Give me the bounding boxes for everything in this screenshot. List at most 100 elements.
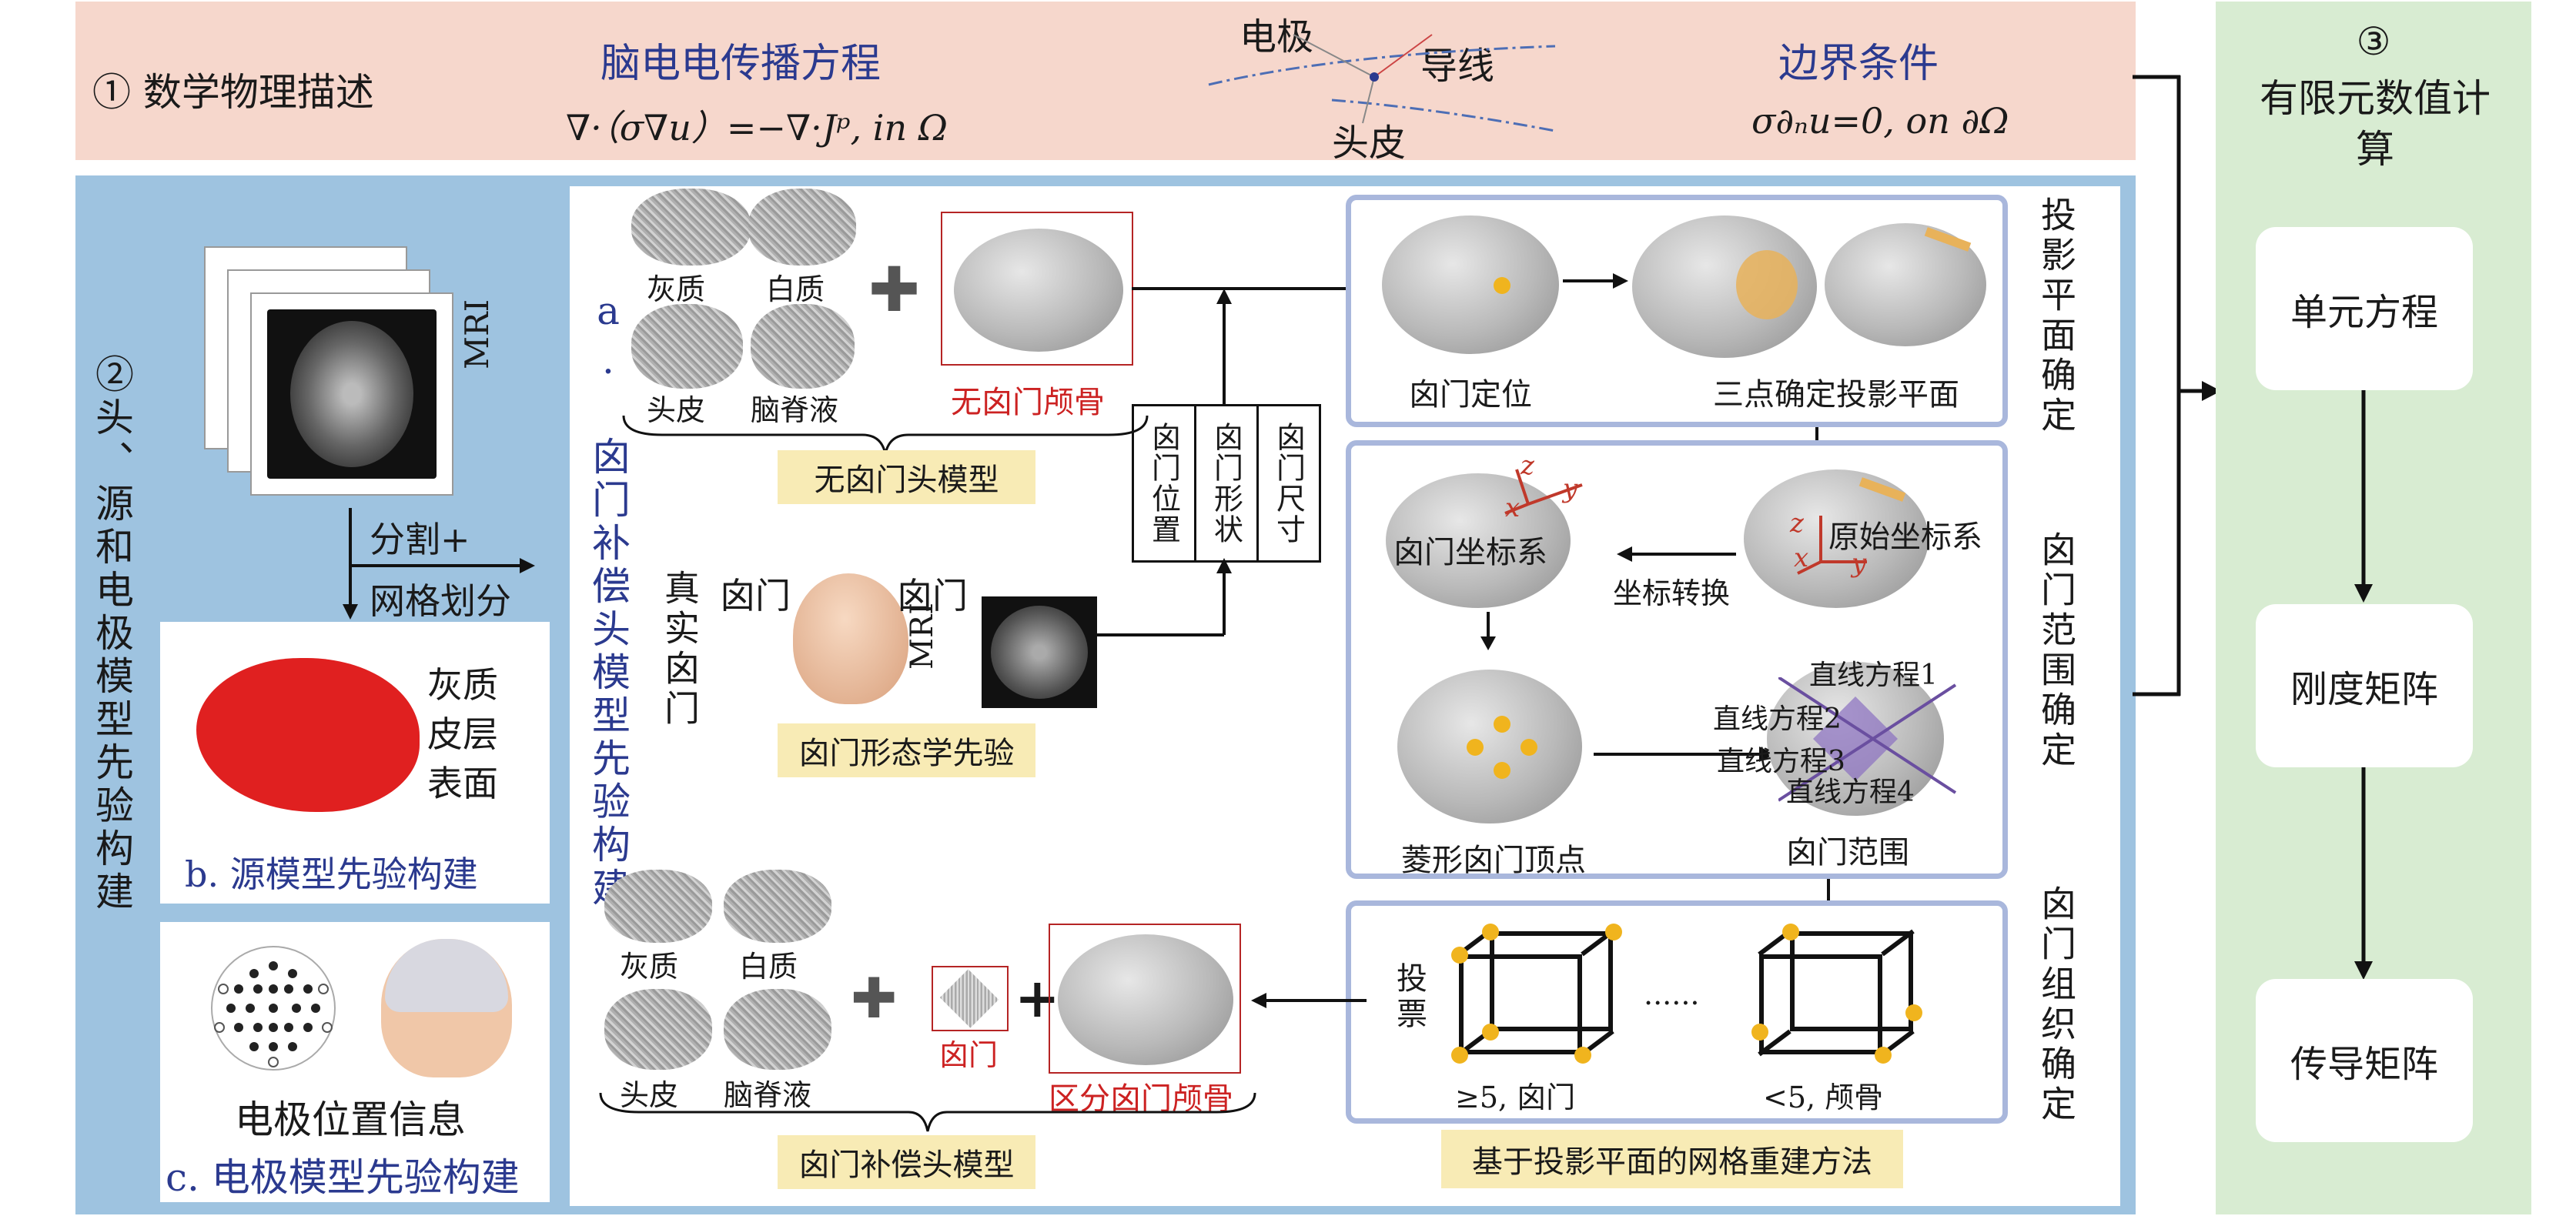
- panel1-title: ① 数学物理描述: [92, 70, 374, 115]
- mri-label: MRI: [458, 299, 496, 369]
- wire-label: 导线: [1420, 45, 1495, 88]
- fontanel-range-label: 囟门范围: [1786, 835, 1909, 870]
- cortex-label: 灰质皮层表面: [427, 664, 498, 804]
- fontanel-axis-z: z: [1521, 450, 1534, 481]
- line-eq-3: 直线方程3: [1717, 746, 1845, 777]
- distinguish-skull-frame: [1049, 924, 1241, 1074]
- white-matter-label: 白质: [766, 272, 825, 306]
- cube1-node-4: [1451, 1047, 1468, 1064]
- brace-bottom: [599, 1092, 1256, 1132]
- param-position: 囟门位置: [1134, 406, 1196, 560]
- param-size: 囟门尺寸: [1271, 422, 1306, 545]
- arrow-locate-to-plane: [1563, 273, 1628, 289]
- plus-icon-bottom-1: ✚: [851, 966, 898, 1031]
- fontanel-point-marker: [1494, 277, 1510, 294]
- source-model-caption: b. 源模型先验构建: [185, 854, 478, 895]
- transform-label: 坐标转换: [1613, 576, 1731, 610]
- fontanel-axes-icon: [1504, 469, 1583, 515]
- electrode-label: 电极: [1239, 15, 1314, 58]
- step-stiffness-matrix: 刚度矩阵: [2256, 604, 2473, 767]
- locate-label: 囟门定位: [1409, 377, 1532, 413]
- ge5-label: ≥5, 囟门: [1455, 1081, 1576, 1114]
- orig-axis-y: y: [1852, 548, 1867, 579]
- vote-label: 投票: [1391, 962, 1427, 1033]
- segmentation-arrow: [343, 508, 535, 620]
- vertex-top: [1494, 716, 1510, 733]
- vertex-bottom: [1494, 762, 1510, 779]
- fontanel-label-2: 囟门: [897, 575, 968, 616]
- comp-model-tag: 囟门补偿头模型: [778, 1135, 1035, 1189]
- boundary-title: 边界条件: [1778, 41, 1939, 87]
- a-caption: a. 囟门补偿头模型先验构建: [586, 289, 631, 910]
- csf-image-2: [724, 989, 831, 1070]
- scalp-label: 头皮: [1332, 122, 1407, 165]
- electrode-layout-icon: [211, 946, 336, 1071]
- orig-cs-label: 原始坐标系: [1828, 519, 1982, 555]
- infant-mri-image: [982, 596, 1097, 708]
- connector-to-fem: [2133, 75, 2221, 697]
- orig-axis-x: x: [1794, 543, 1809, 573]
- csf-image: [751, 304, 855, 389]
- fontanel-label-1: 囟门: [720, 575, 791, 616]
- panel3-number: ③: [2356, 19, 2391, 64]
- cube2-node-4: [1905, 1004, 1922, 1021]
- scalp-tissue-label-2: 头皮: [620, 1078, 679, 1112]
- arrow-tissue-to-model: [1251, 993, 1367, 1008]
- no-fontanel-model-tag: 无囟门头模型: [778, 450, 1035, 504]
- projection-plane-label: 投影平面确定: [2036, 196, 2077, 436]
- fontanel-range-side-label: 囟门范围确定: [2036, 531, 2077, 771]
- line-eq-4: 直线方程4: [1786, 777, 1915, 808]
- segmentation-label: 分割+: [370, 519, 470, 560]
- electrode-scalp-sketch: [1208, 34, 1556, 132]
- lt5-label: <5, 颅骨: [1763, 1081, 1884, 1114]
- vertex-right: [1521, 739, 1537, 756]
- panel3-title: 有限元数值计算: [2260, 76, 2491, 172]
- brain-locate-image: [1382, 215, 1559, 354]
- cube-skull-front: [1759, 954, 1882, 1054]
- real-fontanel-label: 真实囟门: [659, 570, 701, 730]
- infant-head-image: [793, 573, 908, 704]
- three-point-label: 三点确定投影平面: [1713, 377, 1959, 413]
- fontanel-small-label: 囟门: [939, 1038, 999, 1072]
- head-with-cap-image: [381, 939, 512, 1077]
- csf-label: 脑脊液: [751, 393, 839, 427]
- reconstruction-method-tag: 基于投影平面的网格重建方法: [1441, 1130, 1903, 1188]
- step-conduction-matrix: 传导矩阵: [2256, 979, 2473, 1142]
- gray-matter-label: 灰质: [647, 272, 706, 306]
- gray-matter-image: [631, 189, 751, 266]
- cube1-node-3: [1605, 924, 1622, 940]
- range-lines: [1778, 677, 1957, 802]
- orig-axes-icon: [1797, 516, 1867, 575]
- arrow-vertices-to-range: [1594, 747, 1775, 762]
- param-shape: 囟门形状: [1196, 406, 1259, 560]
- line-eq-1: 直线方程1: [1809, 660, 1938, 691]
- no-fontanel-skull-label: 无囟门颅骨: [951, 385, 1105, 420]
- plane-disc: [1736, 250, 1798, 319]
- fontanel-small-frame: [932, 966, 1009, 1031]
- boundary-equation: σ∂ₙu=0, on ∂Ω: [1751, 100, 2009, 142]
- line-eq-2: 直线方程2: [1713, 703, 1842, 735]
- white-matter-image-2: [724, 870, 831, 943]
- csf-label-2: 脑脊液: [724, 1078, 812, 1112]
- cube1-node-2: [1451, 947, 1468, 964]
- cube-fontanel-front: [1459, 954, 1582, 1054]
- fontanel-axis-x: x: [1505, 493, 1521, 523]
- brain-vertices-image: [1397, 670, 1582, 823]
- gray-matter-image-2: [604, 870, 712, 943]
- panel2-title: ②头、源和电极模型先验构建: [89, 354, 134, 914]
- cortex-surface-image: [196, 658, 420, 812]
- cube2-node-1: [1782, 924, 1799, 940]
- cube1-node-5: [1574, 1047, 1591, 1064]
- cube-fontanel-edges: [1457, 929, 1614, 1057]
- arrow-transform: [1617, 546, 1736, 562]
- morph-prior-tag: 囟门形态学先验: [778, 723, 1035, 777]
- cube1-node-6: [1482, 1024, 1499, 1041]
- mri-small-label: MRI: [905, 603, 940, 670]
- white-matter-label-2: 白质: [739, 950, 798, 984]
- fontanel-cs-label: 囟门坐标系: [1393, 535, 1547, 570]
- distinguish-skull-label: 区分囟门颅骨: [1049, 1081, 1233, 1117]
- cube2-node-2: [1751, 1024, 1768, 1041]
- orig-axis-z: z: [1790, 508, 1804, 539]
- cube1-node-1: [1482, 924, 1499, 940]
- arrow-cs-to-vertices: [1480, 612, 1496, 650]
